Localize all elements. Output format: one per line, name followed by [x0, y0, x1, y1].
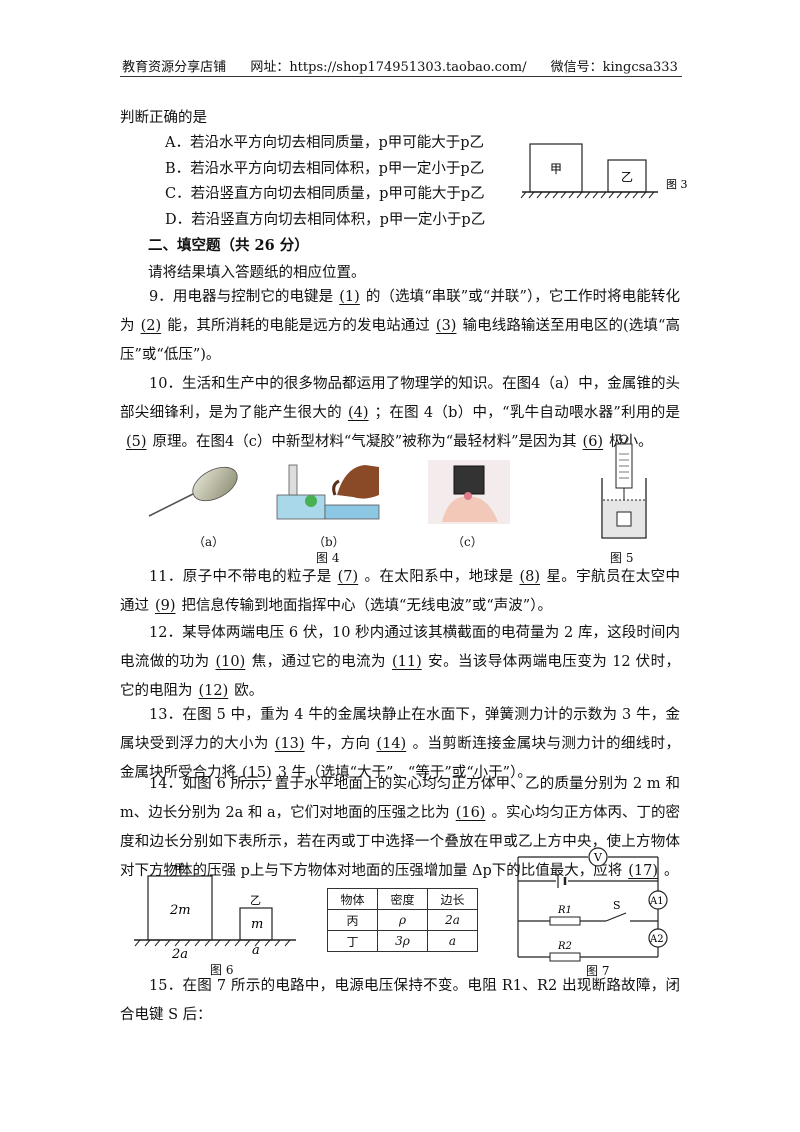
density-table: 物体 密度 边长 丙 ρ 2a 丁 3ρ a	[327, 888, 478, 952]
fig7-a2-label: A2	[649, 934, 664, 945]
page-header: 教育资源分享店铺 网址：https://shop174951303.taobao…	[0, 56, 800, 75]
fig3-label-b: 乙	[621, 170, 633, 184]
blank-7[interactable]: (7)	[337, 569, 359, 585]
blank-10[interactable]: (10)	[215, 654, 246, 670]
figure-4c-aerogel	[428, 460, 510, 524]
fig7-caption: 图 7	[586, 964, 610, 978]
question-12: 12．某导体两端电压 6 伏，10 秒内通过该其横截面的电荷量为 2 库，这段时…	[120, 625, 681, 699]
figure-5-spring-scale	[601, 434, 647, 539]
header-rule	[120, 76, 682, 77]
fig7-voltmeter-label: V	[593, 851, 603, 864]
question-14: 14．如图 6 所示，置于水平地面上的实心均匀正方体甲、乙的质量分别为 2 m …	[120, 776, 681, 879]
header-url: 网址：https://shop174951303.taobao.com/	[250, 60, 527, 75]
blank-2[interactable]: (2)	[140, 318, 162, 334]
fig5-caption: 图 5	[610, 551, 634, 565]
table-cell: 丙	[327, 909, 378, 931]
blank-12[interactable]: (12)	[198, 683, 229, 699]
fig6-block-a	[147, 875, 213, 941]
q8-option-d: D．若沿竖直方向切去相同体积，p甲一定小于p乙	[165, 212, 486, 228]
header-wechat: 微信号：kingcsa333	[550, 60, 678, 75]
blank-11[interactable]: (11)	[391, 654, 422, 670]
q8-option-c: C．若沿竖直方向切去相同质量，p甲可能大于p乙	[165, 186, 485, 202]
fig6-side-b: a	[252, 943, 260, 958]
fig4-label-a: （a）	[193, 535, 225, 549]
blank-5[interactable]: (5)	[126, 434, 147, 450]
blank-4[interactable]: (4)	[347, 405, 369, 421]
blank-6[interactable]: (6)	[582, 434, 604, 450]
blank-9[interactable]: (9)	[155, 598, 176, 614]
header-shop: 教育资源分享店铺	[122, 60, 227, 75]
voltmeter-icon	[588, 847, 608, 867]
table-cell: 丁	[327, 930, 378, 952]
ammeter-a2-icon	[648, 928, 668, 948]
fig4-label-c: （c）	[452, 535, 483, 549]
fig6-side-a: 2a	[171, 947, 188, 960]
table-header: 密度	[377, 888, 428, 910]
figure-6: 甲 乙 2m m 2a a	[134, 862, 296, 960]
fig7-switch-label: S	[613, 899, 621, 912]
blank-1[interactable]: (1)	[339, 289, 360, 305]
question-10: 10．生活和生产中的很多物品都运用了物理学的知识。在图4（a）中，金属锥的头部尖…	[120, 376, 680, 450]
fig7-r1-label: R1	[557, 905, 572, 916]
blank-14[interactable]: (14)	[376, 736, 407, 752]
blank-13[interactable]: (13)	[274, 736, 305, 752]
table-header: 物体	[327, 888, 378, 910]
q8-option-b: B．若沿水平方向切去相同体积，p甲一定小于p乙	[165, 161, 485, 177]
fig6-caption: 图 6	[210, 963, 234, 977]
fig6-mass-a: 2m	[169, 903, 191, 918]
fig6-block-b	[239, 907, 273, 941]
question-13: 13．在图 5 中，重为 4 牛的金属块静止在水面下，弹簧测力计的示数为 3 牛…	[120, 707, 681, 781]
blank-16[interactable]: (16)	[455, 805, 486, 821]
table-cell: 2a	[427, 909, 478, 931]
fig4-label-b: （b）	[313, 535, 345, 549]
blank-8[interactable]: (8)	[519, 569, 540, 585]
fig6-label-b: 乙	[250, 894, 261, 907]
fig4-caption: 图 4	[316, 551, 340, 565]
figure-4b-cow-feeder	[276, 464, 380, 520]
figure-3: 甲 乙 图 3	[520, 143, 688, 199]
blank-15[interactable]: (15)	[242, 765, 272, 781]
question-9: 9．用电器与控制它的电键是(1)的（选填“串联”或“并联”），它工作时将电能转化…	[120, 289, 681, 363]
q8-stem: 判断正确的是	[120, 110, 207, 126]
fig7-a1-label: A1	[649, 896, 664, 907]
table-header: 边长	[427, 888, 478, 910]
section-instruction: 请将结果填入答题纸的相应位置。	[148, 265, 366, 281]
blank-17[interactable]: (17)	[628, 863, 659, 879]
table-cell: ρ	[377, 909, 428, 931]
section-title: 二、填空题（共 26 分）	[148, 237, 309, 254]
fig7-r2-label: R2	[557, 941, 572, 952]
fig6-mass-b: m	[251, 917, 263, 932]
figure-4a-awl	[148, 466, 238, 517]
table-cell: 3ρ	[377, 930, 428, 952]
fig6-label-a: 甲	[174, 862, 185, 875]
figure-7-circuit: V A1 A2 R1 S R2	[517, 847, 668, 962]
question-11: 11．原子中不带电的粒子是(7)。在太阳系中，地球是(8)星。宇航员在太空中通过…	[120, 569, 681, 614]
table-cell: a	[427, 930, 478, 952]
q8-option-a: A．若沿水平方向切去相同质量，p甲可能大于p乙	[165, 135, 485, 151]
fig3-label-a: 甲	[550, 162, 562, 176]
blank-3[interactable]: (3)	[435, 318, 457, 334]
question-15: 15．在图 7 所示的电路中，电源电压保持不变。电阻 R1、R2 出现断路故障，…	[120, 978, 680, 1023]
ammeter-a1-icon	[648, 890, 668, 910]
fig3-caption: 图 3	[666, 178, 688, 191]
fig3-block-a	[529, 143, 583, 193]
